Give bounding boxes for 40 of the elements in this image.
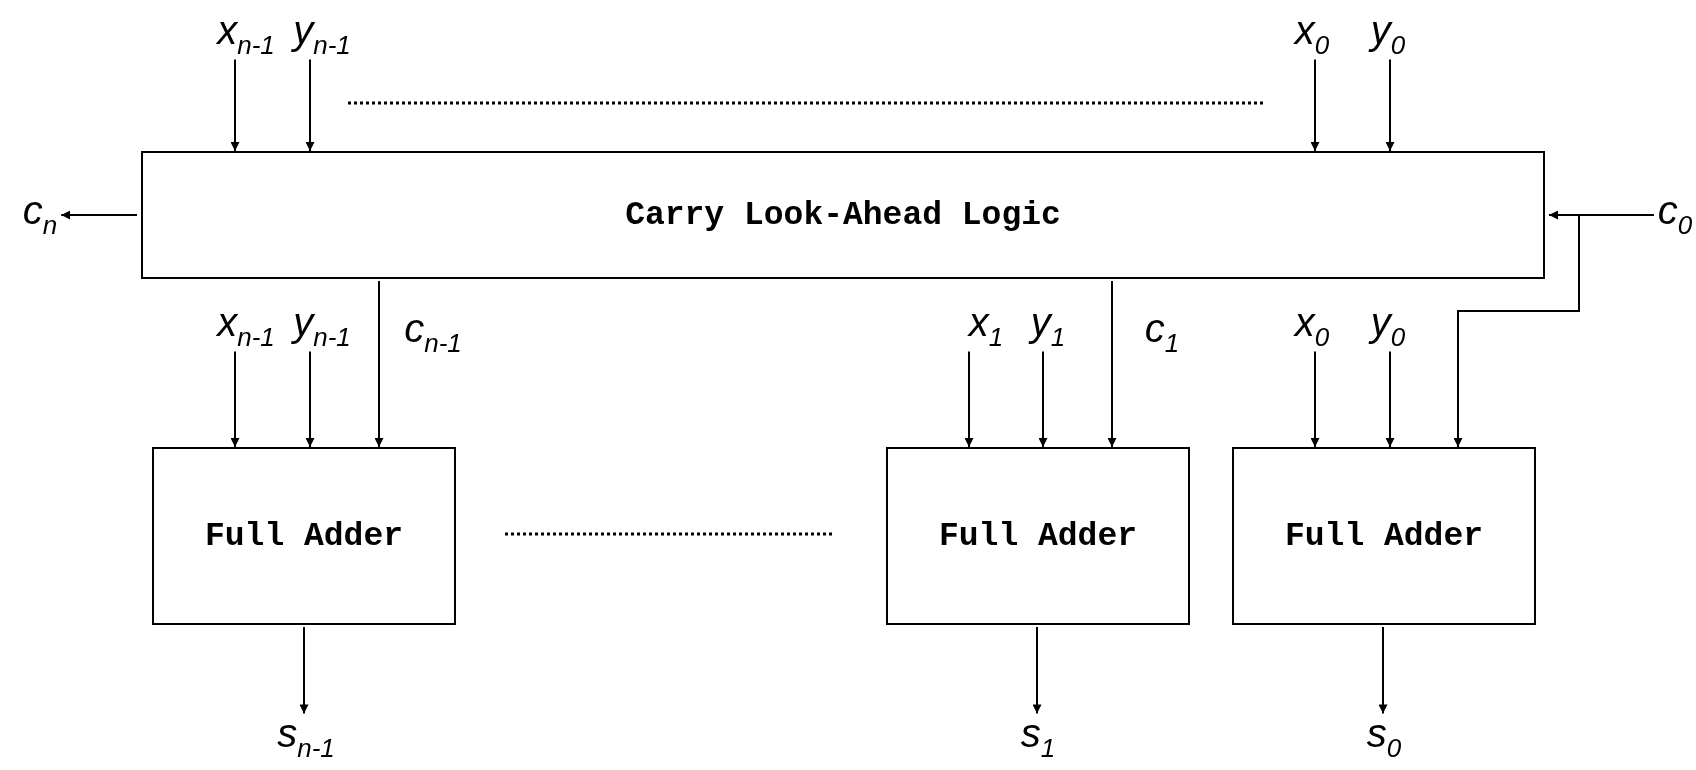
- signal-label: x$_{n-1}$: [217, 10, 275, 58]
- arrow: [1107, 280, 1117, 448]
- arrow: [374, 280, 384, 448]
- arrow: [1310, 350, 1320, 448]
- arrow: [964, 350, 974, 448]
- signal-label: c$_{n}$: [22, 190, 58, 238]
- signal-label: x$_{0}$: [1294, 10, 1330, 58]
- arrow: [1378, 626, 1388, 715]
- arrow: [305, 350, 315, 448]
- arrow: [1453, 214, 1655, 448]
- signal-label: s$_{1}$: [1020, 713, 1056, 761]
- signal-label: s$_{0}$: [1366, 713, 1402, 761]
- arrow: [305, 58, 315, 152]
- signal-label: x$_{n-1}$: [217, 302, 275, 350]
- logic-block: [141, 151, 1545, 279]
- signal-label: x$_{0}$: [1294, 302, 1330, 350]
- signal-label: y$_{1}$: [1030, 302, 1066, 350]
- arrow: [1310, 58, 1320, 152]
- arrow: [1385, 58, 1395, 152]
- arrow: [1385, 350, 1395, 448]
- adder-block: [152, 447, 456, 625]
- arrow: [230, 350, 240, 448]
- arrow: [299, 626, 309, 715]
- signal-label: c$_{0}$: [1657, 190, 1693, 238]
- block-label: Full Adder: [204, 517, 403, 555]
- signal-label: y$_{0}$: [1370, 10, 1406, 58]
- signal-label: x$_{1}$: [968, 302, 1004, 350]
- arrow: [230, 58, 240, 152]
- signal-label: y$_{n-1}$: [293, 302, 351, 350]
- block-label: Full Adder: [1284, 517, 1483, 555]
- signal-label: y$_{0}$: [1370, 302, 1406, 350]
- block-label: Carry Look-Ahead Logic: [625, 196, 1061, 234]
- adder-block: [886, 447, 1190, 625]
- signal-label: y$_{n-1}$: [293, 10, 351, 58]
- arrow: [1038, 350, 1048, 448]
- adder-block: [1232, 447, 1536, 625]
- arrow: [60, 210, 138, 220]
- arrow: [1032, 626, 1042, 715]
- signal-label: s$_{n-1}$: [277, 713, 335, 761]
- block-label: Full Adder: [938, 517, 1137, 555]
